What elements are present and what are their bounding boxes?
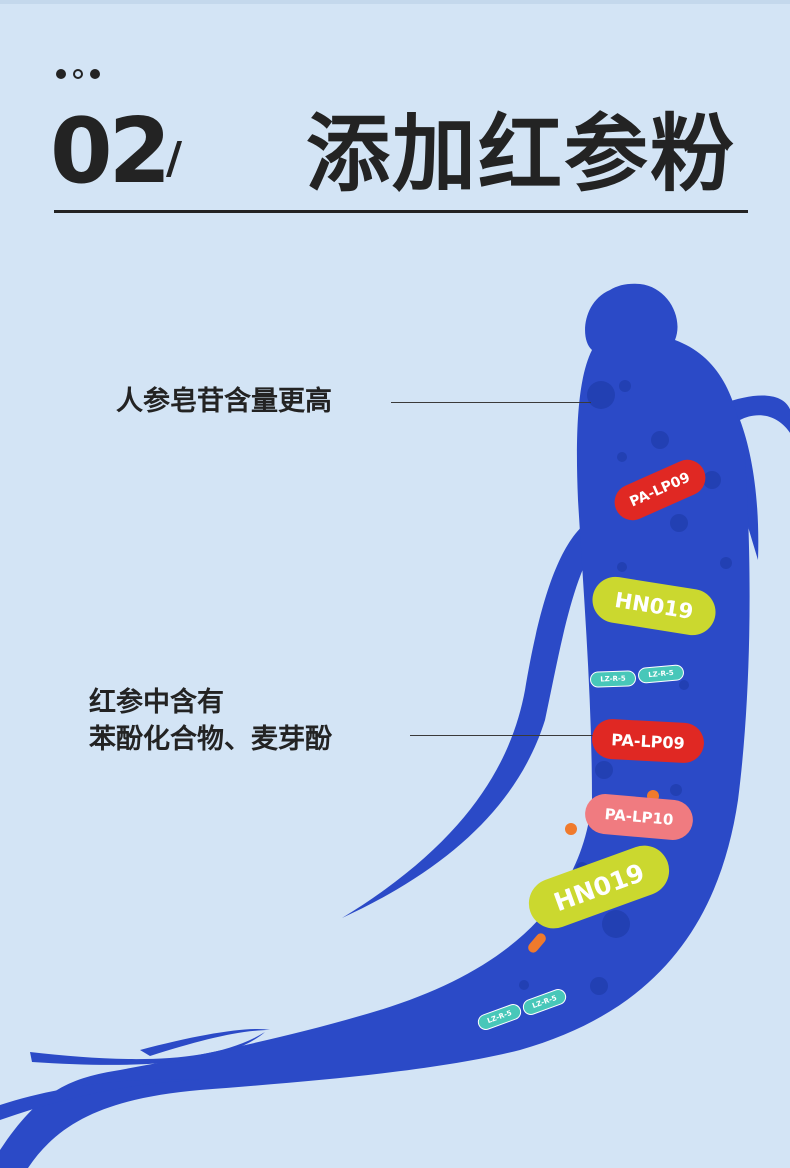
callout-phenol-line1: 红参中含有 (89, 687, 224, 718)
section-slash: / (166, 133, 183, 184)
dot-filled (90, 69, 100, 79)
callout-line-saponin (391, 402, 591, 403)
dot-filled (56, 69, 66, 79)
section-number: 02 (50, 99, 171, 204)
header-rule (54, 210, 748, 213)
probiotic-pill: PA-LP09 (591, 718, 705, 764)
callout-phenol: 红参中含有 苯酚化合物、麦芽酚 (89, 684, 332, 758)
root-dots (519, 380, 732, 995)
callout-saponin: 人参皂苷含量更高 (116, 386, 332, 417)
dot-outline (73, 69, 83, 79)
root-tendril-left (342, 520, 600, 918)
root-tendril-bottom-1 (30, 1032, 265, 1065)
root-tendril-bottom-3 (0, 1079, 200, 1120)
top-strip (0, 0, 790, 4)
root-tendril-bottom-2 (140, 1028, 270, 1056)
callout-phenol-line2: 苯酚化合物、麦芽酚 (89, 724, 332, 755)
callout-line-phenol (410, 735, 615, 736)
three-dots-icon (56, 69, 106, 81)
section-title: 添加红参粉 (306, 105, 737, 203)
root-body (0, 283, 750, 1168)
probiotic-pill: LZ-R-5 (589, 670, 637, 688)
